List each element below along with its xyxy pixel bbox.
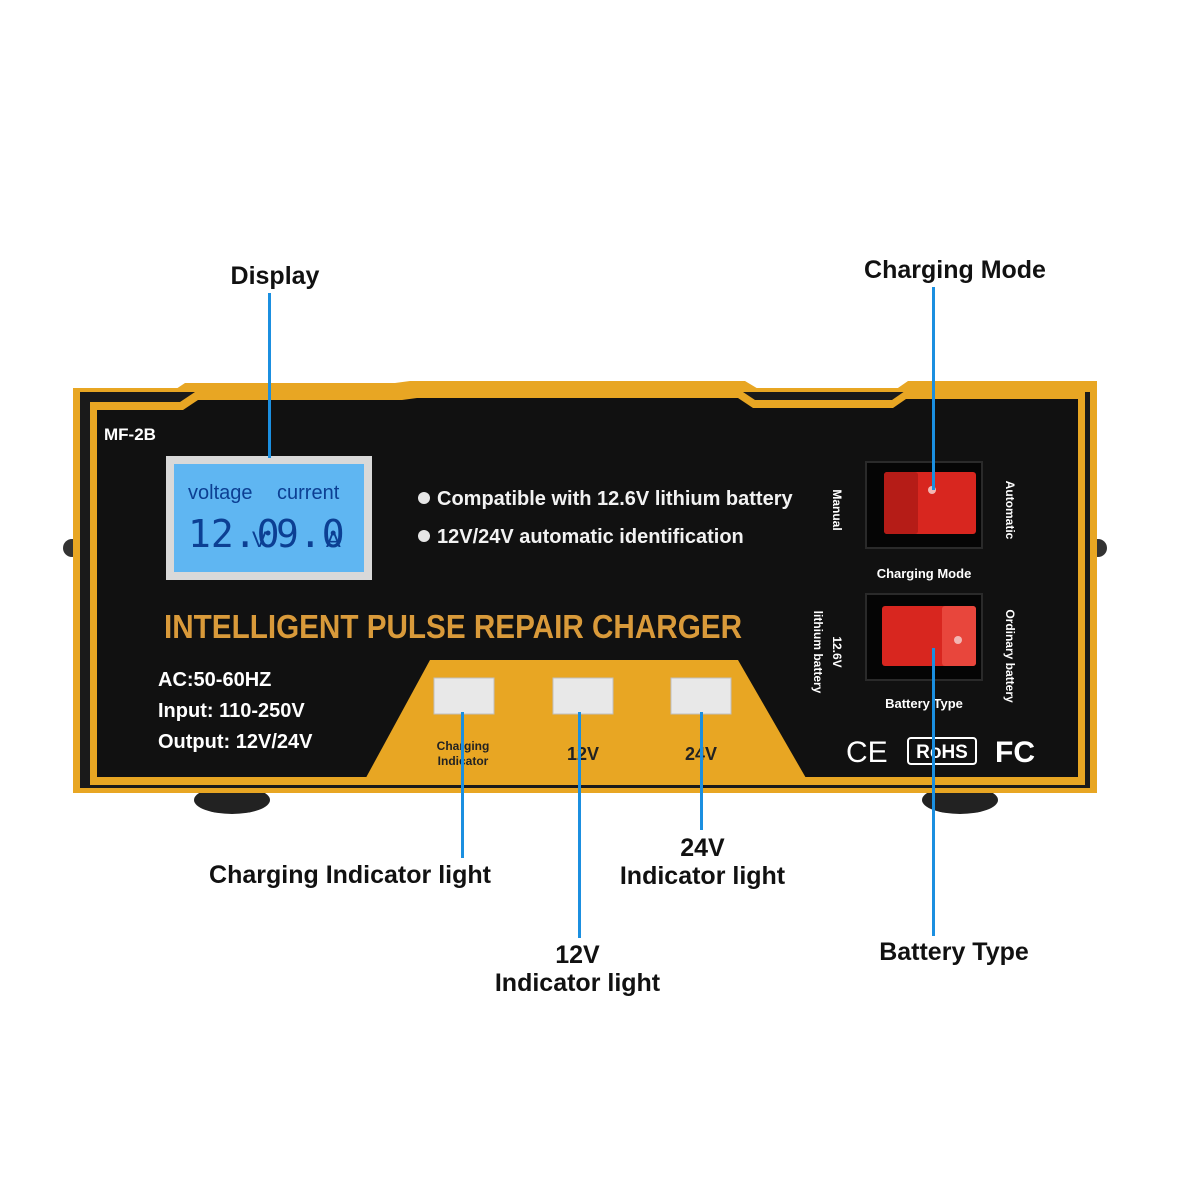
feature-text-2: 12V/24V automatic identification (437, 526, 744, 548)
lcd-current-value: 9.0 (276, 512, 345, 556)
callout-24v-line1: 24V (680, 834, 725, 862)
callout-12v-line2: Indicator light (494, 969, 661, 997)
indicator-12v-label: 12V (567, 744, 599, 764)
cert-ce-mark: CE (846, 736, 888, 769)
feature-bullet-2 (418, 530, 430, 542)
callout-12v-line1: 12V (555, 941, 600, 969)
leader-charging-indicator (461, 712, 464, 858)
cert-rohs-box (907, 737, 977, 765)
switch2-caption: Battery Type (885, 696, 963, 711)
headline: INTELLIGENT PULSE REPAIR CHARGER (164, 608, 742, 645)
leader-charging-mode (932, 287, 935, 490)
cert-fc-mark: FC (995, 736, 1035, 769)
switch2-left-label-2: lithium battery (811, 611, 825, 694)
spec-output: Output: 12V/24V (158, 731, 313, 753)
lcd-voltage-unit: V (252, 527, 267, 552)
spec-input: Input: 110-250V (158, 700, 305, 722)
feature-text-1: Compatible with 12.6V lithium battery (437, 488, 793, 510)
switch1-right-label: Automatic (1003, 481, 1017, 540)
cert-rohs-mark: RoHS (916, 742, 968, 763)
feature-bullet-1 (418, 492, 430, 504)
lcd-current-unit: A (326, 527, 341, 552)
leader-display (268, 293, 271, 458)
lcd-current-label: current (277, 482, 340, 504)
model-label: MF-2B (104, 425, 156, 444)
switch2-left-label-1: 12.6V (830, 636, 844, 667)
callout-24v-indicator: 24V Indicator light (600, 834, 805, 890)
switch2-dot (954, 636, 962, 644)
switch2-right-label: Ordinary battery (1003, 609, 1017, 703)
callout-12v-indicator: 12V Indicator light (475, 941, 680, 997)
switch1-rocker-shade (884, 472, 918, 534)
indicator-24v-light (670, 677, 732, 715)
callout-24v-line2: Indicator light (619, 862, 786, 890)
indicator-12v-light (552, 677, 614, 715)
switch1-left-label: Manual (830, 489, 844, 530)
lcd-screen (174, 464, 364, 572)
spec-ac: AC:50-60HZ (158, 669, 271, 691)
callout-battery-type: Battery Type (879, 938, 1029, 966)
indicator-charging-light (433, 677, 495, 715)
callout-charging-mode: Charging Mode (864, 256, 1046, 284)
switch2-rocker-shade (942, 606, 976, 666)
lcd-voltage-value: 12.0 (188, 512, 280, 556)
leader-24v-indicator (700, 712, 703, 830)
lcd-voltage-label: voltage (188, 482, 253, 504)
callout-display: Display (230, 262, 320, 290)
leader-12v-indicator (578, 712, 581, 938)
switch1-caption: Charging Mode (877, 566, 972, 581)
callout-charging-indicator: Charging Indicator light (209, 861, 491, 889)
leader-battery-type (932, 648, 935, 936)
